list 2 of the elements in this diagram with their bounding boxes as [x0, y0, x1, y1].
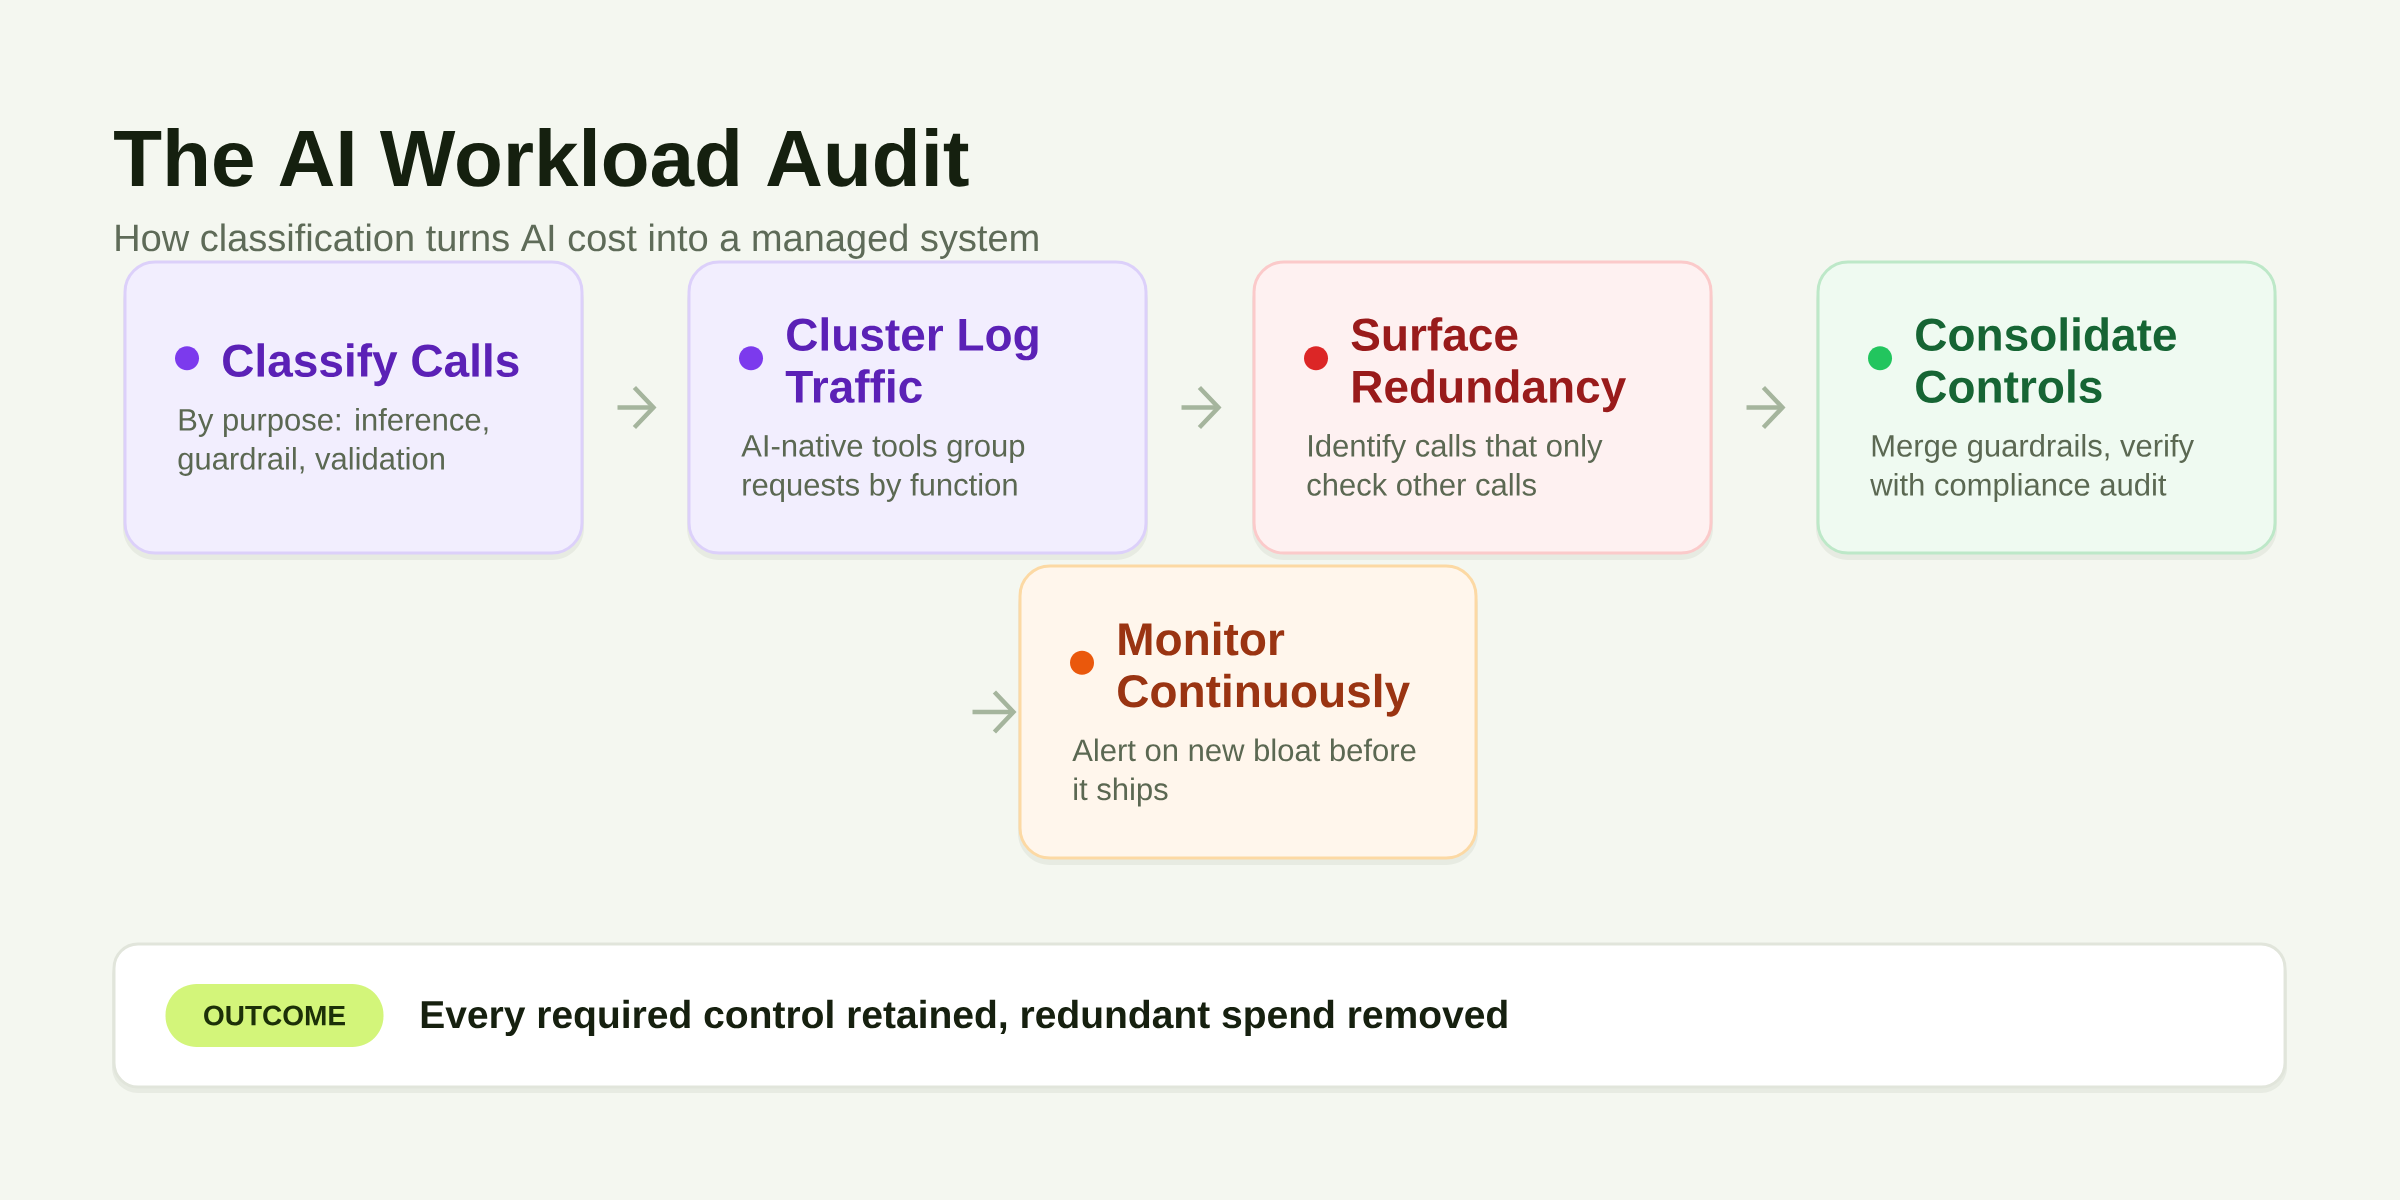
title: The AI Workload Audit	[114, 128, 969, 187]
subtitle: How classification turns AI cost into a managed system	[116, 223, 1038, 259]
